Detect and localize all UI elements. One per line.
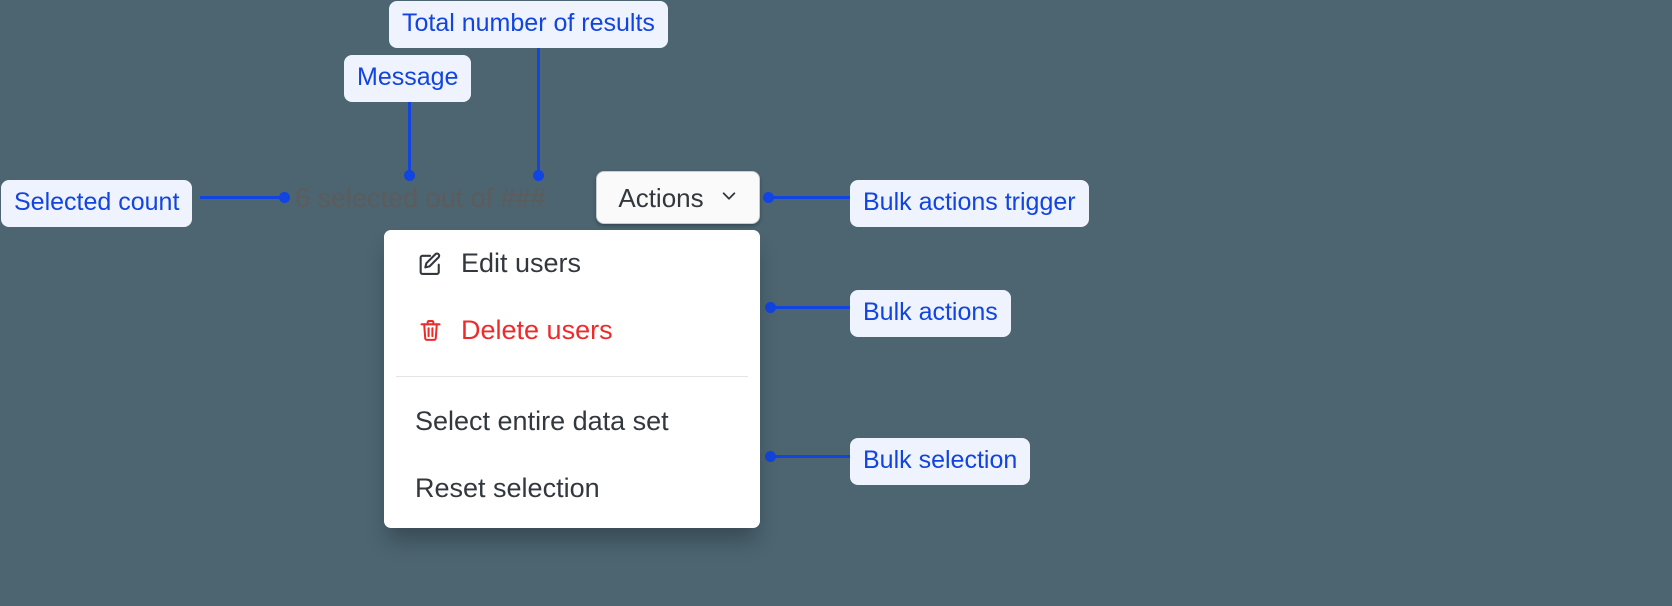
annotation-message: Message <box>344 55 472 102</box>
leader-dot-bulk-selection <box>765 451 776 462</box>
leader-line-bulk-selection <box>770 455 853 458</box>
menu-item-label: Select entire data set <box>415 406 669 436</box>
leader-line-total-results <box>537 39 540 175</box>
bulk-actions-trigger-label: Actions <box>618 182 704 213</box>
leader-dot-selected-count <box>279 192 290 203</box>
annotation-total-number-of-results: Total number of results <box>389 1 668 48</box>
leader-line-bulk-actions-trigger <box>768 196 853 199</box>
leader-dot-message <box>404 170 415 181</box>
menu-item-label: Edit users <box>461 248 582 278</box>
edit-pencil-square-icon <box>415 249 445 279</box>
chevron-down-icon <box>720 187 738 205</box>
leader-dot-bulk-actions-trigger <box>763 192 774 203</box>
leader-line-bulk-actions <box>770 306 853 309</box>
leader-line-selected-count <box>200 196 288 199</box>
bulk-actions-trigger-button[interactable]: Actions <box>596 171 760 224</box>
menu-item-edit-users[interactable]: Edit users <box>384 230 760 297</box>
menu-item-delete-users[interactable]: Delete users <box>384 297 760 364</box>
menu-divider <box>396 376 748 377</box>
annotation-bulk-actions: Bulk actions <box>850 290 1011 337</box>
menu-item-select-entire-data-set[interactable]: Select entire data set <box>384 388 760 455</box>
bulk-actions-menu[interactable]: Edit users Delete users Select entire da… <box>384 230 760 528</box>
annotation-bulk-selection: Bulk selection <box>850 438 1031 485</box>
annotation-selected-count: Selected count <box>1 180 193 227</box>
leader-line-message <box>408 90 411 176</box>
menu-item-label: Reset selection <box>415 473 600 503</box>
trash-icon <box>415 316 445 346</box>
menu-item-label: Delete users <box>461 315 613 345</box>
leader-dot-total-results <box>533 170 544 181</box>
selected-count-message: 6 selected out of ### <box>295 183 546 213</box>
leader-dot-bulk-actions <box>765 302 776 313</box>
menu-item-reset-selection[interactable]: Reset selection <box>384 455 760 522</box>
annotation-bulk-actions-trigger: Bulk actions trigger <box>850 180 1089 227</box>
